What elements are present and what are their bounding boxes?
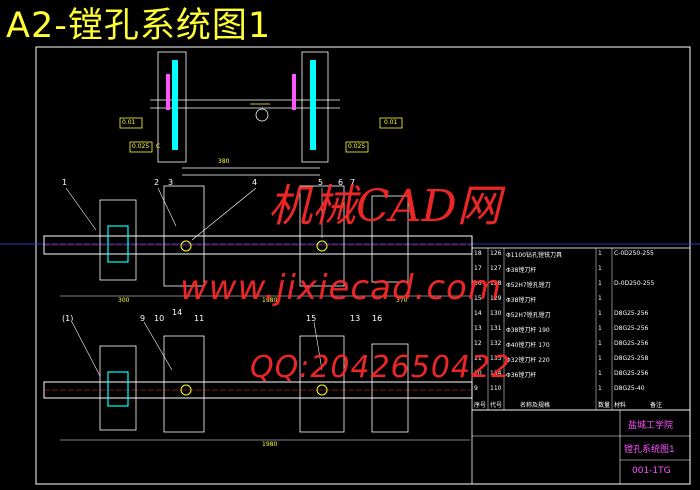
title-block-drawing-name: 镗孔系统图1 (624, 445, 675, 455)
callout-bottom-7: 16 (372, 314, 383, 323)
leader-lines (65, 187, 323, 377)
title-block-code: 001-1TG (632, 466, 671, 476)
callout-top-3: 4 (252, 178, 258, 187)
parts-cell-9-3: 1 (598, 385, 602, 392)
tolerance-label-2: C (156, 143, 161, 150)
callout-top-6: 7 (350, 178, 356, 187)
parts-cell-1-1: 127 (490, 265, 502, 272)
callout-top-4: 5 (318, 178, 324, 187)
parts-header-1: 代号 (490, 402, 503, 409)
parts-header-2: 名称及规格 (520, 402, 551, 409)
dimension-b: 370 (396, 297, 408, 304)
callout-top-5: 6 (338, 178, 344, 187)
parts-cell-4-1: 130 (490, 310, 502, 317)
parts-cell-3-1: 129 (490, 295, 502, 302)
tolerance-label-3: 0.01 (384, 119, 398, 126)
upper-shaft-assembly (43, 185, 473, 297)
parts-header-4: 材料 (614, 402, 627, 409)
callout-bottom-0: (1) (62, 314, 74, 323)
parts-cell-4-3: 1 (598, 310, 602, 317)
parts-cell-2-2: Φ52H7镗孔镗刀 (506, 282, 551, 289)
callout-bottom-1: 9 (140, 314, 146, 323)
parts-cell-9-1: 110 (490, 385, 502, 392)
parts-cell-0-4: C-0D250-255 (614, 250, 654, 257)
parts-cell-0-0: 18 (474, 250, 482, 257)
parts-cell-4-0: 14 (474, 310, 482, 317)
tolerance-label-0: 0.01 (122, 119, 136, 126)
dimension-bottom: 1980 (262, 441, 278, 448)
parts-cell-0-1: 126 (490, 250, 502, 257)
top-fixture (119, 51, 403, 176)
parts-cell-8-4: D8G25-256 (614, 370, 649, 377)
callout-top-1: 2 (154, 178, 160, 187)
watermark-site: www.jixiecad.com (180, 268, 502, 308)
callout-bottom-5: 15 (306, 314, 317, 323)
parts-header-5: 备注 (650, 402, 663, 409)
parts-cell-8-3: 1 (598, 370, 602, 377)
parts-cell-1-2: Φ38镗刀杆 (506, 267, 537, 274)
parts-cell-9-4: D8G25-40 (614, 385, 645, 392)
parts-cell-7-0: 11 (474, 355, 482, 362)
parts-cell-5-1: 131 (490, 325, 502, 332)
parts-cell-7-3: 1 (598, 355, 602, 362)
parts-cell-6-0: 12 (474, 340, 482, 347)
parts-cell-5-3: 1 (598, 325, 602, 332)
parts-cell-2-3: 1 (598, 280, 602, 287)
parts-cell-6-3: 1 (598, 340, 602, 347)
drawing-frame (35, 46, 691, 485)
parts-cell-2-0: 16 (474, 280, 482, 287)
callout-bottom-2: 10 (154, 314, 165, 323)
dimension-d1: 1980 (262, 297, 278, 304)
parts-cell-5-0: 13 (474, 325, 482, 332)
parts-cell-6-1: 132 (490, 340, 502, 347)
parts-cell-7-2: Φ32镗刀杆 220 (506, 357, 550, 364)
parts-cell-1-0: 17 (474, 265, 482, 272)
watermark-cad: 机械CAD网 (268, 181, 501, 232)
parts-cell-3-2: Φ38镗刀杆 (506, 297, 537, 304)
watermark-qq: QQ:2042650422 (250, 350, 512, 385)
parts-header-0: 序号 (474, 402, 487, 409)
parts-cell-3-0: 15 (474, 295, 482, 302)
parts-cell-7-4: D8G25-258 (614, 355, 649, 362)
callout-bottom-4: 11 (194, 314, 205, 323)
parts-header-3: 数量 (598, 402, 611, 409)
dimension-a: 300 (118, 297, 130, 304)
parts-cell-5-2: Φ38镗刀杆 190 (506, 327, 550, 334)
parts-cell-0-3: 1 (598, 250, 602, 257)
tolerance-label-1: 0.025 (132, 143, 150, 150)
title-block-school: 盐城工学院 (628, 421, 674, 431)
parts-cell-2-4: D-0D250-255 (614, 280, 655, 287)
drawing-title: A2-镗孔系统图1 (6, 6, 272, 46)
parts-cell-8-1: 134 (490, 370, 502, 377)
parts-cell-0-2: Φ1100钻孔镗铣刀具 (506, 252, 562, 259)
parts-cell-8-2: Φ36镗刀杆 (506, 372, 537, 379)
callout-bottom-6: 13 (350, 314, 361, 323)
parts-cell-3-3: 1 (598, 295, 602, 302)
dimension-top-span: 380 (218, 158, 230, 165)
callout-bottom-3: 14 (172, 308, 183, 317)
parts-cell-9-0: 9 (474, 385, 478, 392)
tolerance-label-4: 0.025 (348, 143, 366, 150)
parts-cell-8-0: 10 (474, 370, 482, 377)
callout-top-0: 1 (62, 178, 68, 187)
title-block-grid (471, 409, 691, 485)
parts-cell-7-1: 133 (490, 355, 502, 362)
parts-cell-4-2: Φ52H7镗孔镗刀 (506, 312, 551, 319)
parts-cell-4-4: D8G25-256 (614, 310, 649, 317)
parts-cell-6-4: D8G25-256 (614, 340, 649, 347)
parts-cell-1-3: 1 (598, 265, 602, 272)
parts-cell-6-2: Φ40镗刀杆 170 (506, 342, 550, 349)
callout-top-2: 3 (168, 178, 174, 187)
top-markers (166, 74, 296, 110)
parts-cell-2-1: 128 (490, 280, 502, 287)
parts-list-grid (471, 247, 691, 411)
parts-cell-5-4: D8G25-256 (614, 325, 649, 332)
